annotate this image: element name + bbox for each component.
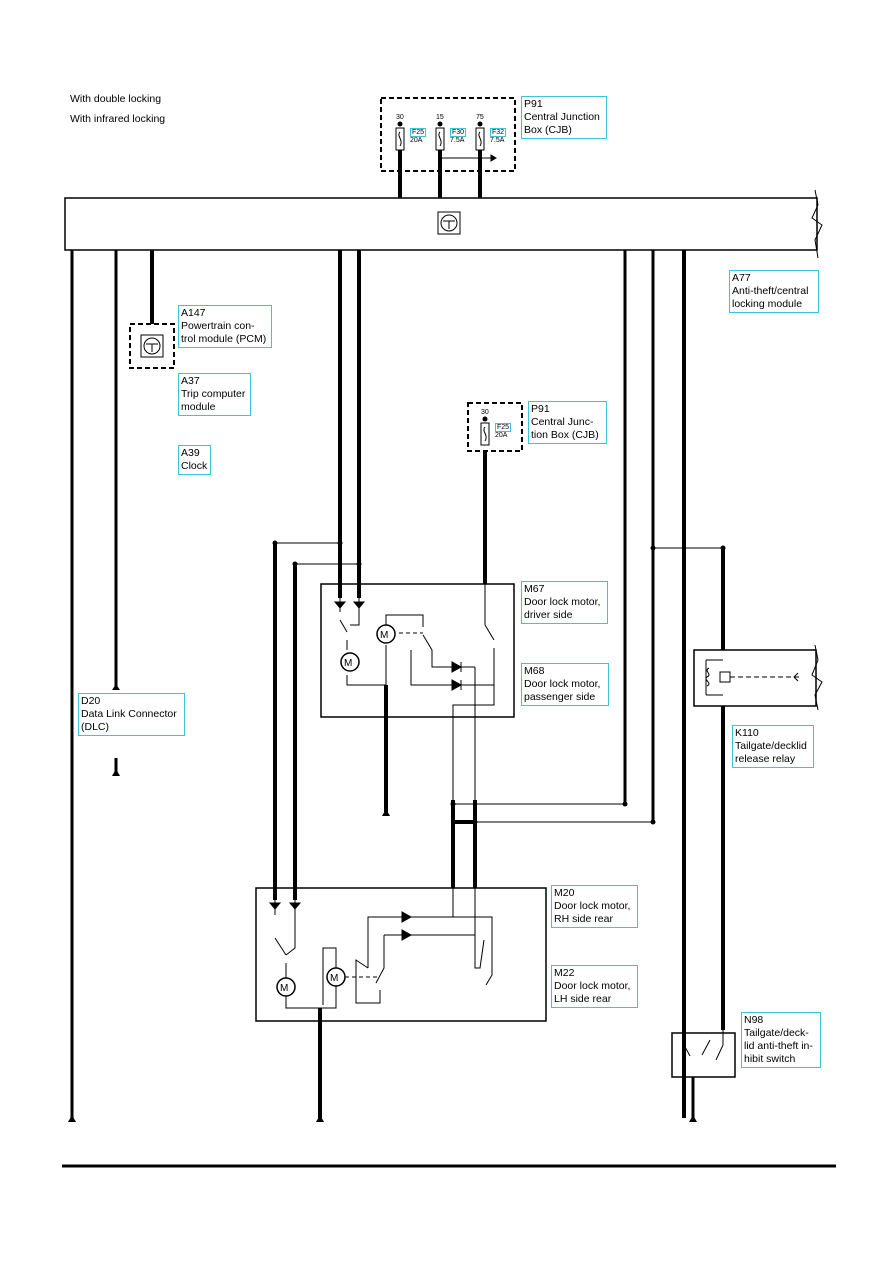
label-a147: A147 Powertrain con- trol module (PCM) bbox=[178, 305, 272, 348]
fuse-f25-top-id: F25 bbox=[410, 128, 427, 137]
fuse-f25-mid-id: F25 bbox=[495, 423, 512, 432]
label-a77: A77 Anti-theft/central locking module bbox=[729, 270, 819, 313]
label-m68: M68 Door lock motor, passenger side bbox=[521, 663, 609, 706]
fuse-f30-terminal: 15 bbox=[436, 114, 444, 121]
label-d20: D20 Data Link Connector (DLC) bbox=[78, 693, 185, 736]
motor-letter-m22: M bbox=[280, 983, 288, 994]
label-p91-top: P91 Central Junction Box (CJB) bbox=[521, 96, 607, 139]
rear-motor-internals bbox=[268, 888, 493, 1009]
label-m67: M67 Door lock motor, driver side bbox=[521, 581, 608, 624]
transistor-icon bbox=[437, 211, 461, 235]
break-symbol bbox=[811, 189, 823, 259]
fuse-f30: F30 7.5A bbox=[450, 128, 467, 145]
front-motor-internals bbox=[333, 584, 495, 800]
fuse-f25-mid-rating: 20A bbox=[495, 432, 508, 439]
note-infrared-locking: With infrared locking bbox=[70, 113, 166, 125]
m20-m22-box bbox=[255, 887, 547, 1022]
motor-letter-m67: M bbox=[380, 630, 388, 641]
fuse-f25-mid-terminal: 30 bbox=[481, 409, 489, 416]
label-k110: K110 Tailgate/decklid release relay bbox=[732, 725, 814, 768]
label-m22: M22 Door lock motor, LH side rear bbox=[551, 965, 638, 1008]
motor-letter-m20: M bbox=[330, 973, 338, 984]
p91-mid-box bbox=[467, 402, 523, 452]
label-m20: M20 Door lock motor, RH side rear bbox=[551, 885, 638, 928]
label-p91-mid: P91 Central Junc- tion Box (CJB) bbox=[528, 401, 607, 444]
fuse-f32-rating: 7.5A bbox=[490, 137, 505, 144]
fuse-f30-id: F30 bbox=[450, 128, 467, 137]
a147-pcm-box bbox=[129, 323, 175, 369]
motor-symbol-m67 bbox=[376, 624, 396, 644]
fuse-f32-id: F32 bbox=[490, 128, 507, 137]
k110-relay-box bbox=[693, 649, 817, 707]
fuse-f32-terminal: 75 bbox=[476, 114, 484, 121]
fuse-f25-top: F25 20A bbox=[410, 128, 427, 145]
fuse-f30-rating: 7.5A bbox=[450, 137, 465, 144]
fuse-f25-top-terminal: 30 bbox=[396, 114, 404, 121]
label-n98: N98 Tailgate/deck- lid anti-theft in- hi… bbox=[741, 1012, 821, 1068]
motor-symbol-m68 bbox=[340, 652, 360, 672]
motor-symbol-m20 bbox=[326, 967, 346, 987]
motor-letter-m68: M bbox=[344, 658, 352, 669]
fuse-f32: F32 7.5A bbox=[490, 128, 507, 145]
motor-symbol-m22 bbox=[276, 977, 296, 997]
p91-top-box bbox=[380, 97, 516, 172]
label-a39: A39 Clock bbox=[178, 445, 211, 475]
fuse-f25-top-rating: 20A bbox=[410, 137, 423, 144]
relay-coil bbox=[705, 659, 800, 696]
note-double-locking: With double locking bbox=[70, 93, 162, 105]
m67-m68-box bbox=[320, 583, 515, 718]
label-a37: A37 Trip computer module bbox=[178, 373, 251, 416]
fuse-f25-mid: F25 20A bbox=[495, 423, 512, 440]
n98-switch-box bbox=[671, 1032, 736, 1078]
